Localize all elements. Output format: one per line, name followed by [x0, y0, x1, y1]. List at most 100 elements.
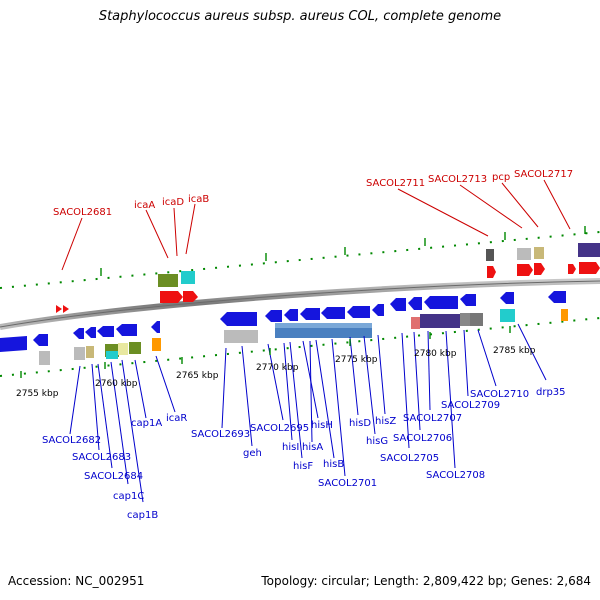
gene-arrow[interactable] — [160, 291, 183, 303]
gene-arrow[interactable] — [0, 336, 27, 352]
gene-box[interactable] — [152, 338, 161, 351]
gene-label[interactable]: SACOL2705 — [380, 453, 439, 464]
gene-box[interactable] — [129, 342, 141, 354]
gene-box[interactable] — [470, 313, 483, 326]
gene-arrow[interactable] — [33, 334, 48, 346]
gene-label[interactable]: SACOL2711 — [366, 178, 425, 189]
gene-arrow[interactable] — [390, 298, 406, 311]
gene-arrow[interactable] — [183, 291, 198, 302]
gene-box[interactable] — [118, 343, 128, 355]
kbp-tick-label: 2755 kbp — [16, 389, 59, 399]
reverse-leaders — [69, 323, 547, 503]
kbp-tick-label: 2765 kbp — [176, 371, 219, 381]
gene-label[interactable]: icaR — [166, 413, 187, 424]
gene-label[interactable]: hisZ — [375, 416, 396, 427]
gene-label[interactable]: hisG — [366, 436, 388, 447]
gene-label[interactable]: SACOL2707 — [403, 413, 462, 424]
upper-tick-row — [0, 231, 600, 289]
accession-label: Accession: NC_002951 — [8, 574, 145, 588]
lower-tick-row — [0, 317, 600, 377]
gene-arrow[interactable] — [97, 326, 114, 337]
gene-label[interactable]: cap1C — [113, 491, 144, 502]
gene-arrow[interactable] — [424, 296, 458, 309]
gene-label[interactable]: SACOL2683 — [72, 452, 131, 463]
gene-label[interactable]: SACOL2684 — [84, 471, 143, 482]
gene-arrow[interactable] — [56, 305, 62, 313]
gene-arrow[interactable] — [372, 304, 384, 316]
gene-label[interactable]: SACOL2693 — [191, 429, 250, 440]
gene-label[interactable]: icaA — [134, 200, 155, 211]
gene-box[interactable] — [578, 243, 600, 257]
gene-box[interactable] — [420, 314, 460, 328]
gene-box[interactable] — [181, 271, 195, 284]
gene-label[interactable]: hisH — [311, 420, 333, 431]
gene-label[interactable]: SACOL2695 — [250, 423, 309, 434]
gene-arrow[interactable] — [460, 294, 476, 306]
gene-box[interactable] — [158, 274, 178, 287]
gene-box[interactable] — [486, 249, 494, 261]
gene-box[interactable] — [411, 317, 420, 329]
kbp-tick-label: 2775 kbp — [335, 355, 378, 365]
kbp-tick-labels: 2755 kbp 2760 kbp 2765 kbp 2770 kbp 2775 kbp… — [16, 346, 536, 399]
gene-arrow[interactable] — [85, 327, 96, 338]
gene-box[interactable] — [561, 309, 568, 321]
gene-label[interactable]: SACOL2713 — [428, 174, 487, 185]
gene-box[interactable] — [500, 309, 515, 322]
gene-label[interactable]: hisF — [293, 461, 313, 472]
gene-box[interactable] — [106, 351, 118, 359]
kbp-tick-label: 2785 kbp — [493, 346, 536, 356]
forward-leaders — [61, 179, 571, 271]
gene-label[interactable]: hisB — [323, 459, 344, 470]
gene-label[interactable]: SACOL2701 — [318, 478, 377, 489]
gene-arrow[interactable] — [534, 263, 545, 275]
gene-label[interactable]: drp35 — [536, 387, 566, 398]
gene-label[interactable]: SACOL2709 — [441, 400, 500, 411]
gene-label[interactable]: cap1A — [131, 418, 162, 429]
gene-arrow[interactable] — [116, 324, 137, 336]
gene-arrow[interactable] — [500, 292, 514, 304]
gene-arrow[interactable] — [487, 266, 496, 278]
gene-box[interactable] — [74, 347, 85, 360]
gene-box[interactable] — [224, 330, 258, 343]
gene-arrow[interactable] — [284, 309, 298, 321]
gene-label[interactable]: icaB — [188, 194, 209, 205]
gene-arrow[interactable] — [579, 262, 600, 274]
gene-arrow[interactable] — [300, 308, 320, 320]
map-title: Staphylococcus aureus subsp. aureus COL,… — [98, 9, 502, 24]
kbp-tick-label: 2760 kbp — [95, 379, 138, 389]
gene-label[interactable]: geh — [243, 448, 262, 459]
gene-label[interactable]: icaD — [162, 197, 184, 208]
gene-label[interactable]: SACOL2682 — [42, 435, 101, 446]
forward-gene-labels: SACOL2681 icaA icaD icaB SACOL2711 SACOL… — [53, 169, 573, 218]
gene-arrow[interactable] — [517, 264, 533, 276]
genome-summary: Topology: circular; Length: 2,809,422 bp… — [261, 574, 591, 588]
gene-arrow[interactable] — [220, 312, 257, 326]
gene-box[interactable] — [534, 247, 544, 259]
gene-label[interactable]: pcp — [492, 172, 510, 183]
gene-arrow[interactable] — [568, 264, 576, 274]
gene-label[interactable]: cap1B — [127, 510, 158, 521]
gene-box[interactable] — [460, 313, 470, 326]
gene-label[interactable]: hisD — [349, 418, 371, 429]
gene-arrow[interactable] — [265, 310, 282, 322]
gene-arrow[interactable] — [408, 297, 422, 310]
gene-label[interactable]: hisI — [282, 442, 299, 453]
gene-arrow[interactable] — [73, 328, 84, 339]
reverse-gene-labels: SACOL2682 SACOL2683 SACOL2684 cap1C cap1… — [42, 387, 566, 521]
gene-box[interactable] — [39, 351, 50, 365]
gene-arrow[interactable] — [548, 291, 566, 303]
gene-label[interactable]: SACOL2706 — [393, 433, 452, 444]
gene-label[interactable]: SACOL2681 — [53, 207, 112, 218]
gene-arrow[interactable] — [321, 307, 345, 319]
gene-label[interactable]: SACOL2708 — [426, 470, 485, 481]
gene-label[interactable]: SACOL2710 — [470, 389, 529, 400]
gene-arrow[interactable] — [347, 306, 370, 318]
kbp-tick-label: 2770 kbp — [256, 363, 299, 373]
gene-label[interactable]: SACOL2717 — [514, 169, 573, 180]
gene-arrow[interactable] — [63, 305, 69, 313]
gene-arrow[interactable] — [151, 321, 160, 333]
gene-box[interactable] — [86, 346, 94, 358]
gene-label[interactable]: hisA — [302, 442, 323, 453]
gene-box[interactable] — [517, 248, 531, 260]
